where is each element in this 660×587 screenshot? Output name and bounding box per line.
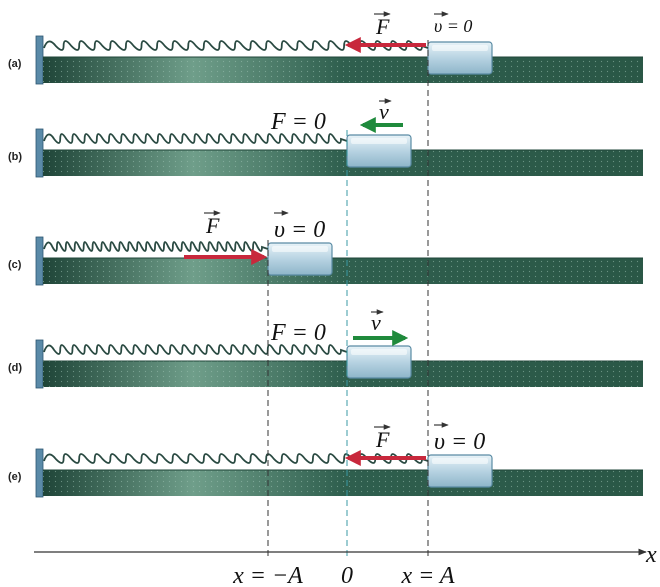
force-label: F = 0 <box>270 109 326 135</box>
panel-tag: (b) <box>8 151 22 163</box>
track-texture <box>43 57 643 83</box>
wall <box>35 128 44 178</box>
panel-b: (b) F = 0 v <box>8 98 643 178</box>
panel-tag: (c) <box>8 259 22 271</box>
panel-tag: (e) <box>8 471 22 483</box>
wall <box>35 448 44 498</box>
block-highlight <box>432 45 488 51</box>
velocity-label: v <box>371 310 381 335</box>
velocity-label: v <box>379 99 389 124</box>
force-label: F <box>375 14 390 39</box>
panel-tag: (d) <box>8 362 22 374</box>
spring <box>43 241 269 252</box>
track-texture <box>43 258 643 284</box>
spring <box>43 344 348 355</box>
tick-minus-a: x = −A <box>232 563 303 587</box>
block-highlight <box>432 458 488 464</box>
block-highlight <box>351 138 407 144</box>
spring <box>43 133 348 144</box>
wall <box>35 236 44 286</box>
wall <box>35 35 44 85</box>
track-texture <box>43 150 643 176</box>
x-axis-label: x <box>645 542 657 568</box>
tick-zero: 0 <box>341 563 353 587</box>
track-texture <box>43 361 643 387</box>
tick-plus-a: x = A <box>400 563 454 587</box>
panel-tag: (a) <box>8 58 22 70</box>
force-label: F <box>205 213 220 238</box>
track-texture <box>43 470 643 496</box>
velocity-label: υ = 0 <box>434 16 472 36</box>
force-label: F = 0 <box>270 320 326 346</box>
force-label: F <box>375 427 390 452</box>
panel-d: (d) F = 0 v <box>8 309 643 389</box>
block-highlight <box>351 349 407 355</box>
velocity-label: υ = 0 <box>434 429 485 455</box>
block-highlight <box>272 246 328 252</box>
velocity-label: υ = 0 <box>274 217 325 243</box>
wall <box>35 339 44 389</box>
